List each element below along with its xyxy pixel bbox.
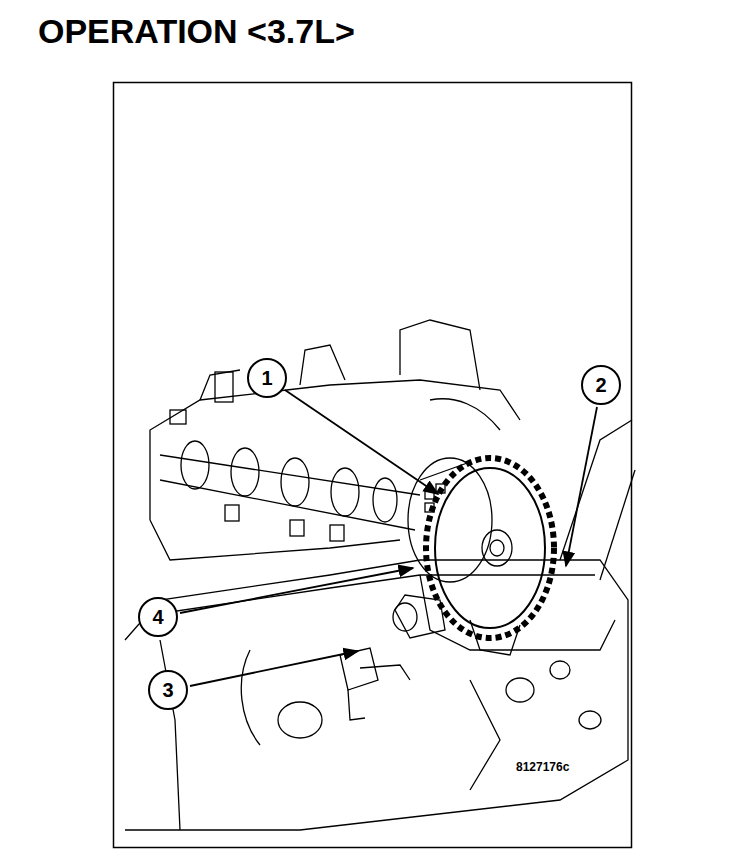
callout-number: 4: [152, 607, 163, 627]
callout-number: 2: [595, 375, 606, 395]
callout-circle: 3: [148, 670, 188, 710]
leader-lines: [180, 390, 597, 686]
figure-title: OPERATION <3.7L>: [38, 12, 355, 51]
figure-id: 8127176c: [514, 760, 571, 774]
callout-circle: 1: [247, 358, 287, 398]
figure-frame: [114, 83, 632, 848]
callout-number: 3: [162, 680, 173, 700]
callout-circle: 2: [581, 365, 621, 405]
engine-drawing: [125, 320, 635, 830]
callout-circle: 4: [138, 597, 178, 637]
callout-number: 1: [261, 368, 272, 388]
